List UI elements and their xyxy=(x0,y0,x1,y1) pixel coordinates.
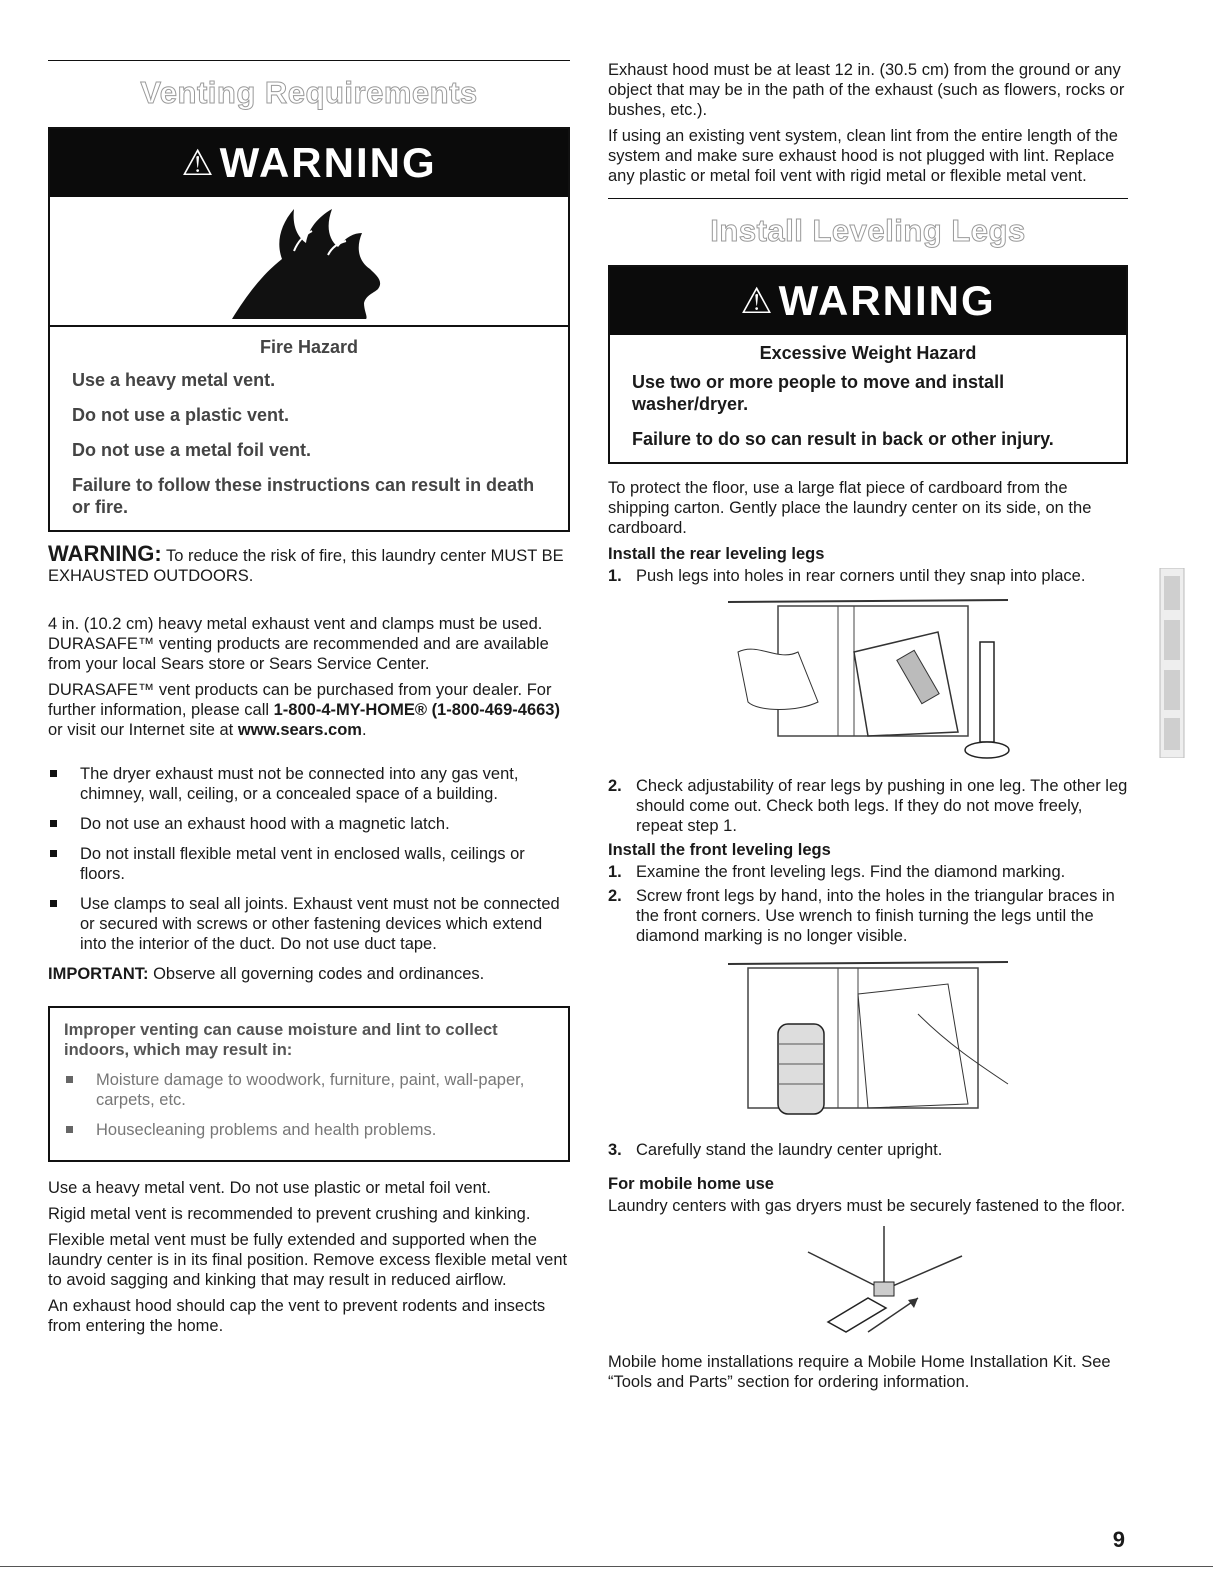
notice-list: Moisture damage to woodwork, furniture, … xyxy=(64,1070,554,1140)
rear-steps-1: 1. Push legs into holes in rear corners u… xyxy=(608,566,1128,586)
hazard-line: Do not use a metal foil vent. xyxy=(72,440,312,460)
list-item: Moisture damage to woodwork, furniture, … xyxy=(64,1070,554,1110)
rear-steps-2: 2. Check adjustability of rear legs by pu… xyxy=(608,776,1128,836)
list-item: Do not install flexible metal vent in en… xyxy=(48,844,570,884)
hazard-title: Fire Hazard xyxy=(259,337,359,357)
front-leg-install-icon xyxy=(727,961,1009,1115)
list-item: Do not use an exhaust hood with a magnet… xyxy=(48,814,570,834)
step-item: 1. Examine the front leveling legs. Find … xyxy=(608,862,1128,882)
mobile-home-illustration xyxy=(608,1222,1128,1340)
list-item: Use clamps to seal all joints. Exhaust v… xyxy=(48,894,570,954)
mobile-home-bracket-icon xyxy=(807,1226,963,1333)
page-number: 9 xyxy=(1112,1527,1125,1552)
paragraph: Exhaust hood must be at least 12 in. (30… xyxy=(608,61,1125,119)
paragraph-durasafe: DURASAFE™ vent products can be purchased… xyxy=(48,680,570,740)
step-item: 2. Check adjustability of rear legs by pu… xyxy=(608,776,1128,836)
durasafe-text-2: or visit our Internet site at xyxy=(48,721,238,739)
list-item: The dryer exhaust must not be connected … xyxy=(48,764,570,804)
language-tab-icon xyxy=(1159,568,1185,758)
paragraph-vent-spec: 4 in. (10.2 cm) heavy metal exhaust vent… xyxy=(48,615,549,673)
left-column: Venting Requirements ⚠ WARNING Fire Haza… xyxy=(48,60,570,1342)
list-item: Housecleaning problems and health proble… xyxy=(64,1120,554,1140)
exhaust-rules-list: The dryer exhaust must not be connected … xyxy=(48,764,570,954)
section-rule xyxy=(48,60,570,61)
hazard-line: Do not use a plastic vent. xyxy=(72,405,290,425)
important-label: IMPORTANT: xyxy=(48,965,149,983)
warning-statement: WARNING: To reduce the risk of fire, thi… xyxy=(48,541,570,586)
hazard-line: Failure to follow these instructions can… xyxy=(72,475,535,517)
rear-legs-heading: Install the rear leveling legs xyxy=(608,545,825,563)
hazard-line: Failure to do so can result in back or o… xyxy=(632,429,1054,449)
improper-venting-notice: Improper venting can cause moisture and … xyxy=(48,1006,570,1162)
step-item: 2. Screw front legs by hand, into the hol… xyxy=(608,886,1128,946)
section-rule xyxy=(608,198,1128,199)
step-item: 3. Carefully stand the laundry center upr… xyxy=(608,1140,1128,1160)
step-number: 2. xyxy=(608,777,622,795)
warning-header: ⚠ WARNING xyxy=(50,129,568,197)
paragraph: Use a heavy metal vent. Do not use plast… xyxy=(48,1179,491,1197)
durasafe-end: . xyxy=(361,721,367,739)
paragraph-install-kit: Mobile home installations require a Mobi… xyxy=(608,1353,1111,1391)
warning-header-label: WARNING xyxy=(219,139,437,186)
step-text: Push legs into holes in rear corners unt… xyxy=(636,567,1086,585)
step-number: 3. xyxy=(608,1141,622,1159)
step-number: 1. xyxy=(608,567,622,585)
warning-triangle-icon: ⚠ xyxy=(181,142,216,183)
warning-triangle-icon: ⚠ xyxy=(740,280,775,321)
step-text: Screw front legs by hand, into the holes… xyxy=(636,887,1115,945)
rear-legs-illustration xyxy=(608,592,1128,768)
step-text: Carefully stand the laundry center uprig… xyxy=(636,1141,943,1159)
front-legs-illustration xyxy=(608,954,1128,1130)
website-link[interactable]: www.sears.com xyxy=(237,721,362,739)
mobile-home-heading: For mobile home use xyxy=(608,1175,774,1193)
section-title-venting: Venting Requirements xyxy=(140,75,478,111)
final-step: 3. Carefully stand the laundry center upr… xyxy=(608,1140,1128,1160)
warning-text: To reduce the risk of fire, this laundry… xyxy=(48,547,564,585)
paragraph: Flexible metal vent must be fully extend… xyxy=(48,1231,568,1289)
weight-warning-body: Excessive Weight Hazard Use two or more … xyxy=(610,335,1126,462)
warning-lead: WARNING: xyxy=(48,541,162,566)
hazard-title: Excessive Weight Hazard xyxy=(759,343,977,363)
bottom-rule xyxy=(0,1566,1213,1567)
paragraph: If using an existing vent system, clean … xyxy=(608,127,1118,185)
fire-image-area xyxy=(50,197,568,327)
paragraph: Rigid metal vent is recommended to preve… xyxy=(48,1205,531,1223)
paragraph: An exhaust hood should cap the vent to p… xyxy=(48,1297,546,1335)
hazard-line: Use a heavy metal vent. xyxy=(72,370,276,390)
warning-header: ⚠ WARNING xyxy=(610,267,1126,335)
step-number: 1. xyxy=(608,863,622,881)
important-note: IMPORTANT: Observe all governing codes a… xyxy=(48,964,570,984)
phone-number: 1-800-4-MY-HOME® (1-800-469-4663) xyxy=(273,701,560,719)
weight-warning-box: ⚠ WARNING Excessive Weight Hazard Use tw… xyxy=(608,265,1128,464)
front-legs-heading: Install the front leveling legs xyxy=(608,841,831,859)
fire-hazard-icon xyxy=(232,209,381,319)
step-number: 2. xyxy=(608,887,622,905)
hazard-line: Use two or more people to move and insta… xyxy=(632,372,1005,414)
warning-header-label: WARNING xyxy=(778,277,996,324)
fire-warning-body: Fire Hazard Use a heavy metal vent. Do n… xyxy=(50,327,568,530)
right-column: Exhaust hood must be at least 12 in. (30… xyxy=(608,60,1128,1398)
paragraph-mobile-home: Laundry centers with gas dryers must be … xyxy=(608,1197,1126,1215)
step-text: Check adjustability of rear legs by push… xyxy=(636,777,1128,835)
step-item: 1. Push legs into holes in rear corners u… xyxy=(608,566,1128,586)
section-title-leveling: Install Leveling Legs xyxy=(710,213,1026,249)
notice-title: Improper venting can cause moisture and … xyxy=(64,1021,498,1059)
durasafe-text: DURASAFE™ vent products can be purchased… xyxy=(48,681,552,719)
fire-warning-box: ⚠ WARNING Fire Hazard Use a heavy metal … xyxy=(48,127,570,532)
step-text: Examine the front leveling legs. Find th… xyxy=(636,863,1066,881)
rear-leg-install-icon xyxy=(727,599,1010,759)
important-text: Observe all governing codes and ordinanc… xyxy=(148,965,485,983)
front-steps: 1. Examine the front leveling legs. Find … xyxy=(608,862,1128,946)
paragraph-protect-floor: To protect the floor, use a large flat p… xyxy=(608,479,1092,537)
